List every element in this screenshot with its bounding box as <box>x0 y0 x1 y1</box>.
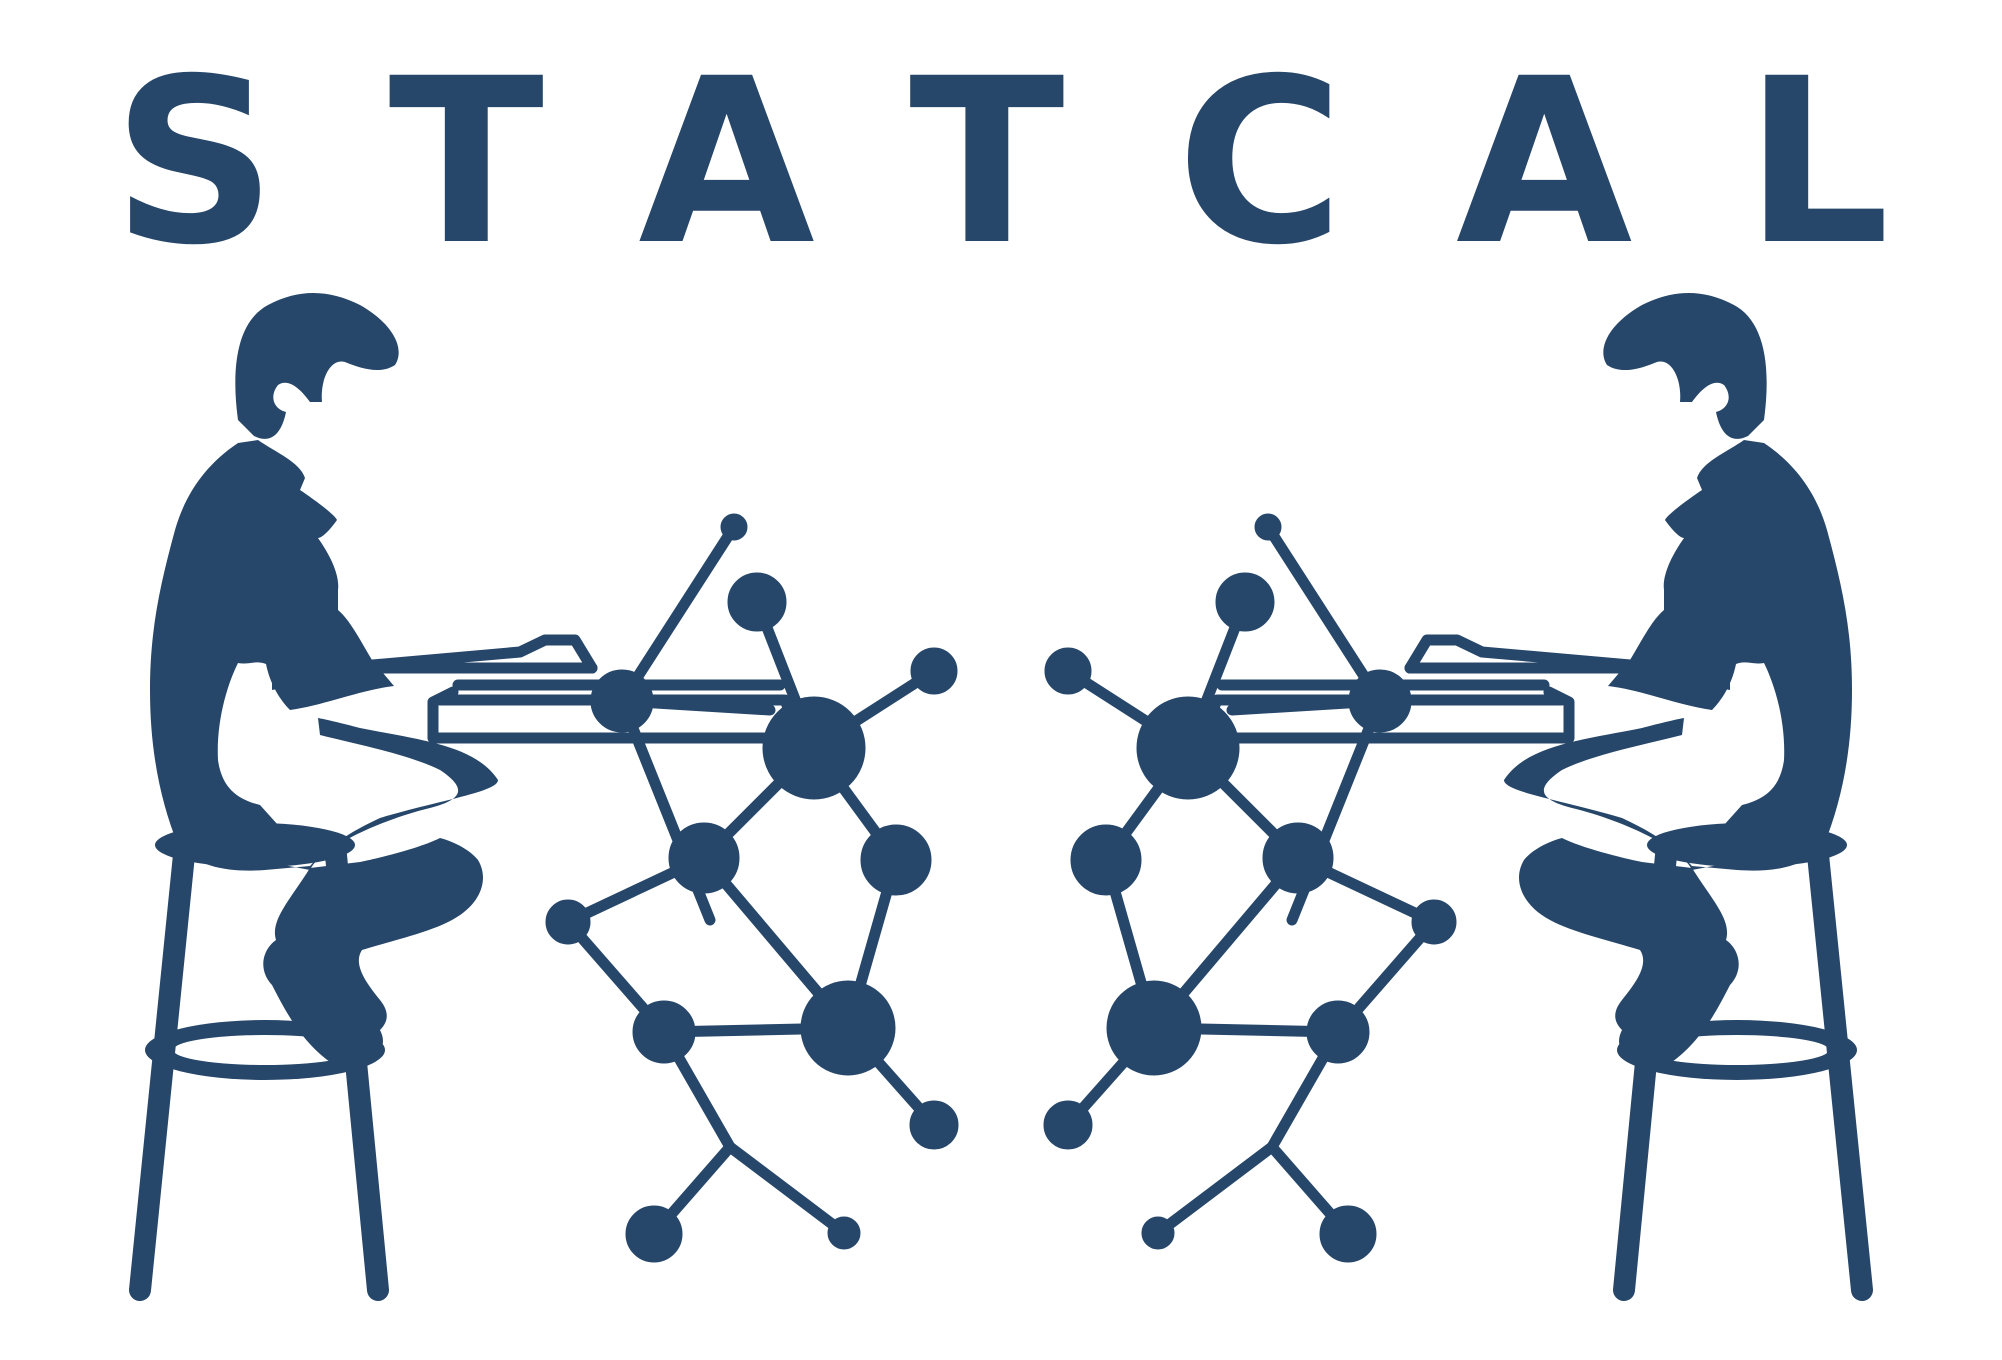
logo-title: STATCAL <box>112 29 2002 295</box>
right-figure-group <box>1049 293 1862 1290</box>
left-figure-group <box>140 293 953 1290</box>
